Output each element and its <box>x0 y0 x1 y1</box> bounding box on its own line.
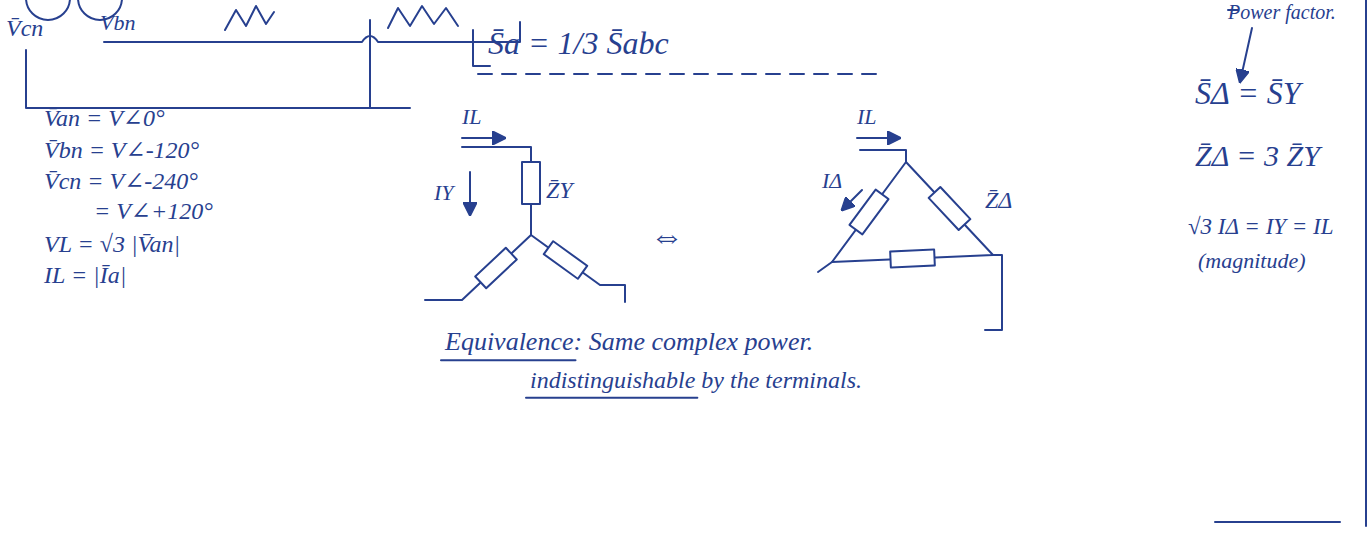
note-label: S̄a = 1/3 S̄abc <box>488 24 669 62</box>
note-label: indistinguishable by the terminals. <box>530 366 862 395</box>
note-label: Z̄Δ = 3 Z̄Y <box>1195 138 1320 174</box>
wire <box>425 235 531 300</box>
wire <box>26 50 410 108</box>
note-label: = V∠+120° <box>94 197 213 226</box>
wire <box>818 262 832 272</box>
current-arrow <box>842 190 862 210</box>
note-label: Z̄Y <box>546 176 573 205</box>
note-label: ⇔ <box>650 216 684 257</box>
underline <box>526 397 697 399</box>
note-label: V̄cn = V∠-240° <box>44 167 198 196</box>
wire <box>860 150 906 162</box>
note-label: Power factor. <box>1228 0 1336 24</box>
note-label: Z̄Δ <box>985 186 1012 215</box>
note-label: IΔ <box>822 168 842 194</box>
current-arrow <box>462 137 505 139</box>
impedance-box <box>522 162 540 204</box>
load-zigzag <box>225 6 274 30</box>
wire <box>462 147 531 235</box>
note-label: Equivalence: Same complex power. <box>445 326 813 357</box>
margin-line <box>1215 521 1340 523</box>
dashed-separator <box>478 73 880 75</box>
note-label: V̄cn <box>6 14 43 43</box>
note-label: V̄bn = V∠-120° <box>44 136 199 165</box>
impedance-box <box>929 187 971 230</box>
bracket <box>473 30 490 66</box>
pointer-arrow <box>1240 28 1252 82</box>
current-arrow <box>857 137 900 139</box>
impedance-box <box>475 248 517 288</box>
note-label: √3 IΔ = IY = IL <box>1188 213 1334 241</box>
note-label: IL <box>462 104 482 130</box>
note-label: Vbn <box>100 10 135 36</box>
note-label: VL = √3 |V̄an| <box>44 230 180 259</box>
note-label: V̄an = V∠0° <box>44 104 165 133</box>
wire <box>531 235 625 302</box>
current-arrow <box>469 172 471 215</box>
note-label: (magnitude) <box>1198 248 1306 274</box>
delta-wire <box>832 162 993 262</box>
note-label: IL <box>857 104 877 130</box>
margin-line <box>1365 0 1367 526</box>
note-label: IY <box>434 180 454 206</box>
note-label: IL = |Īa| <box>44 261 126 290</box>
impedance-box <box>544 241 587 279</box>
wire <box>369 20 371 108</box>
load-zigzag <box>388 6 458 28</box>
impedance-box <box>890 250 935 268</box>
wire <box>985 255 1002 330</box>
underline <box>441 359 576 361</box>
note-label: S̄Δ = S̄Y <box>1195 74 1301 112</box>
